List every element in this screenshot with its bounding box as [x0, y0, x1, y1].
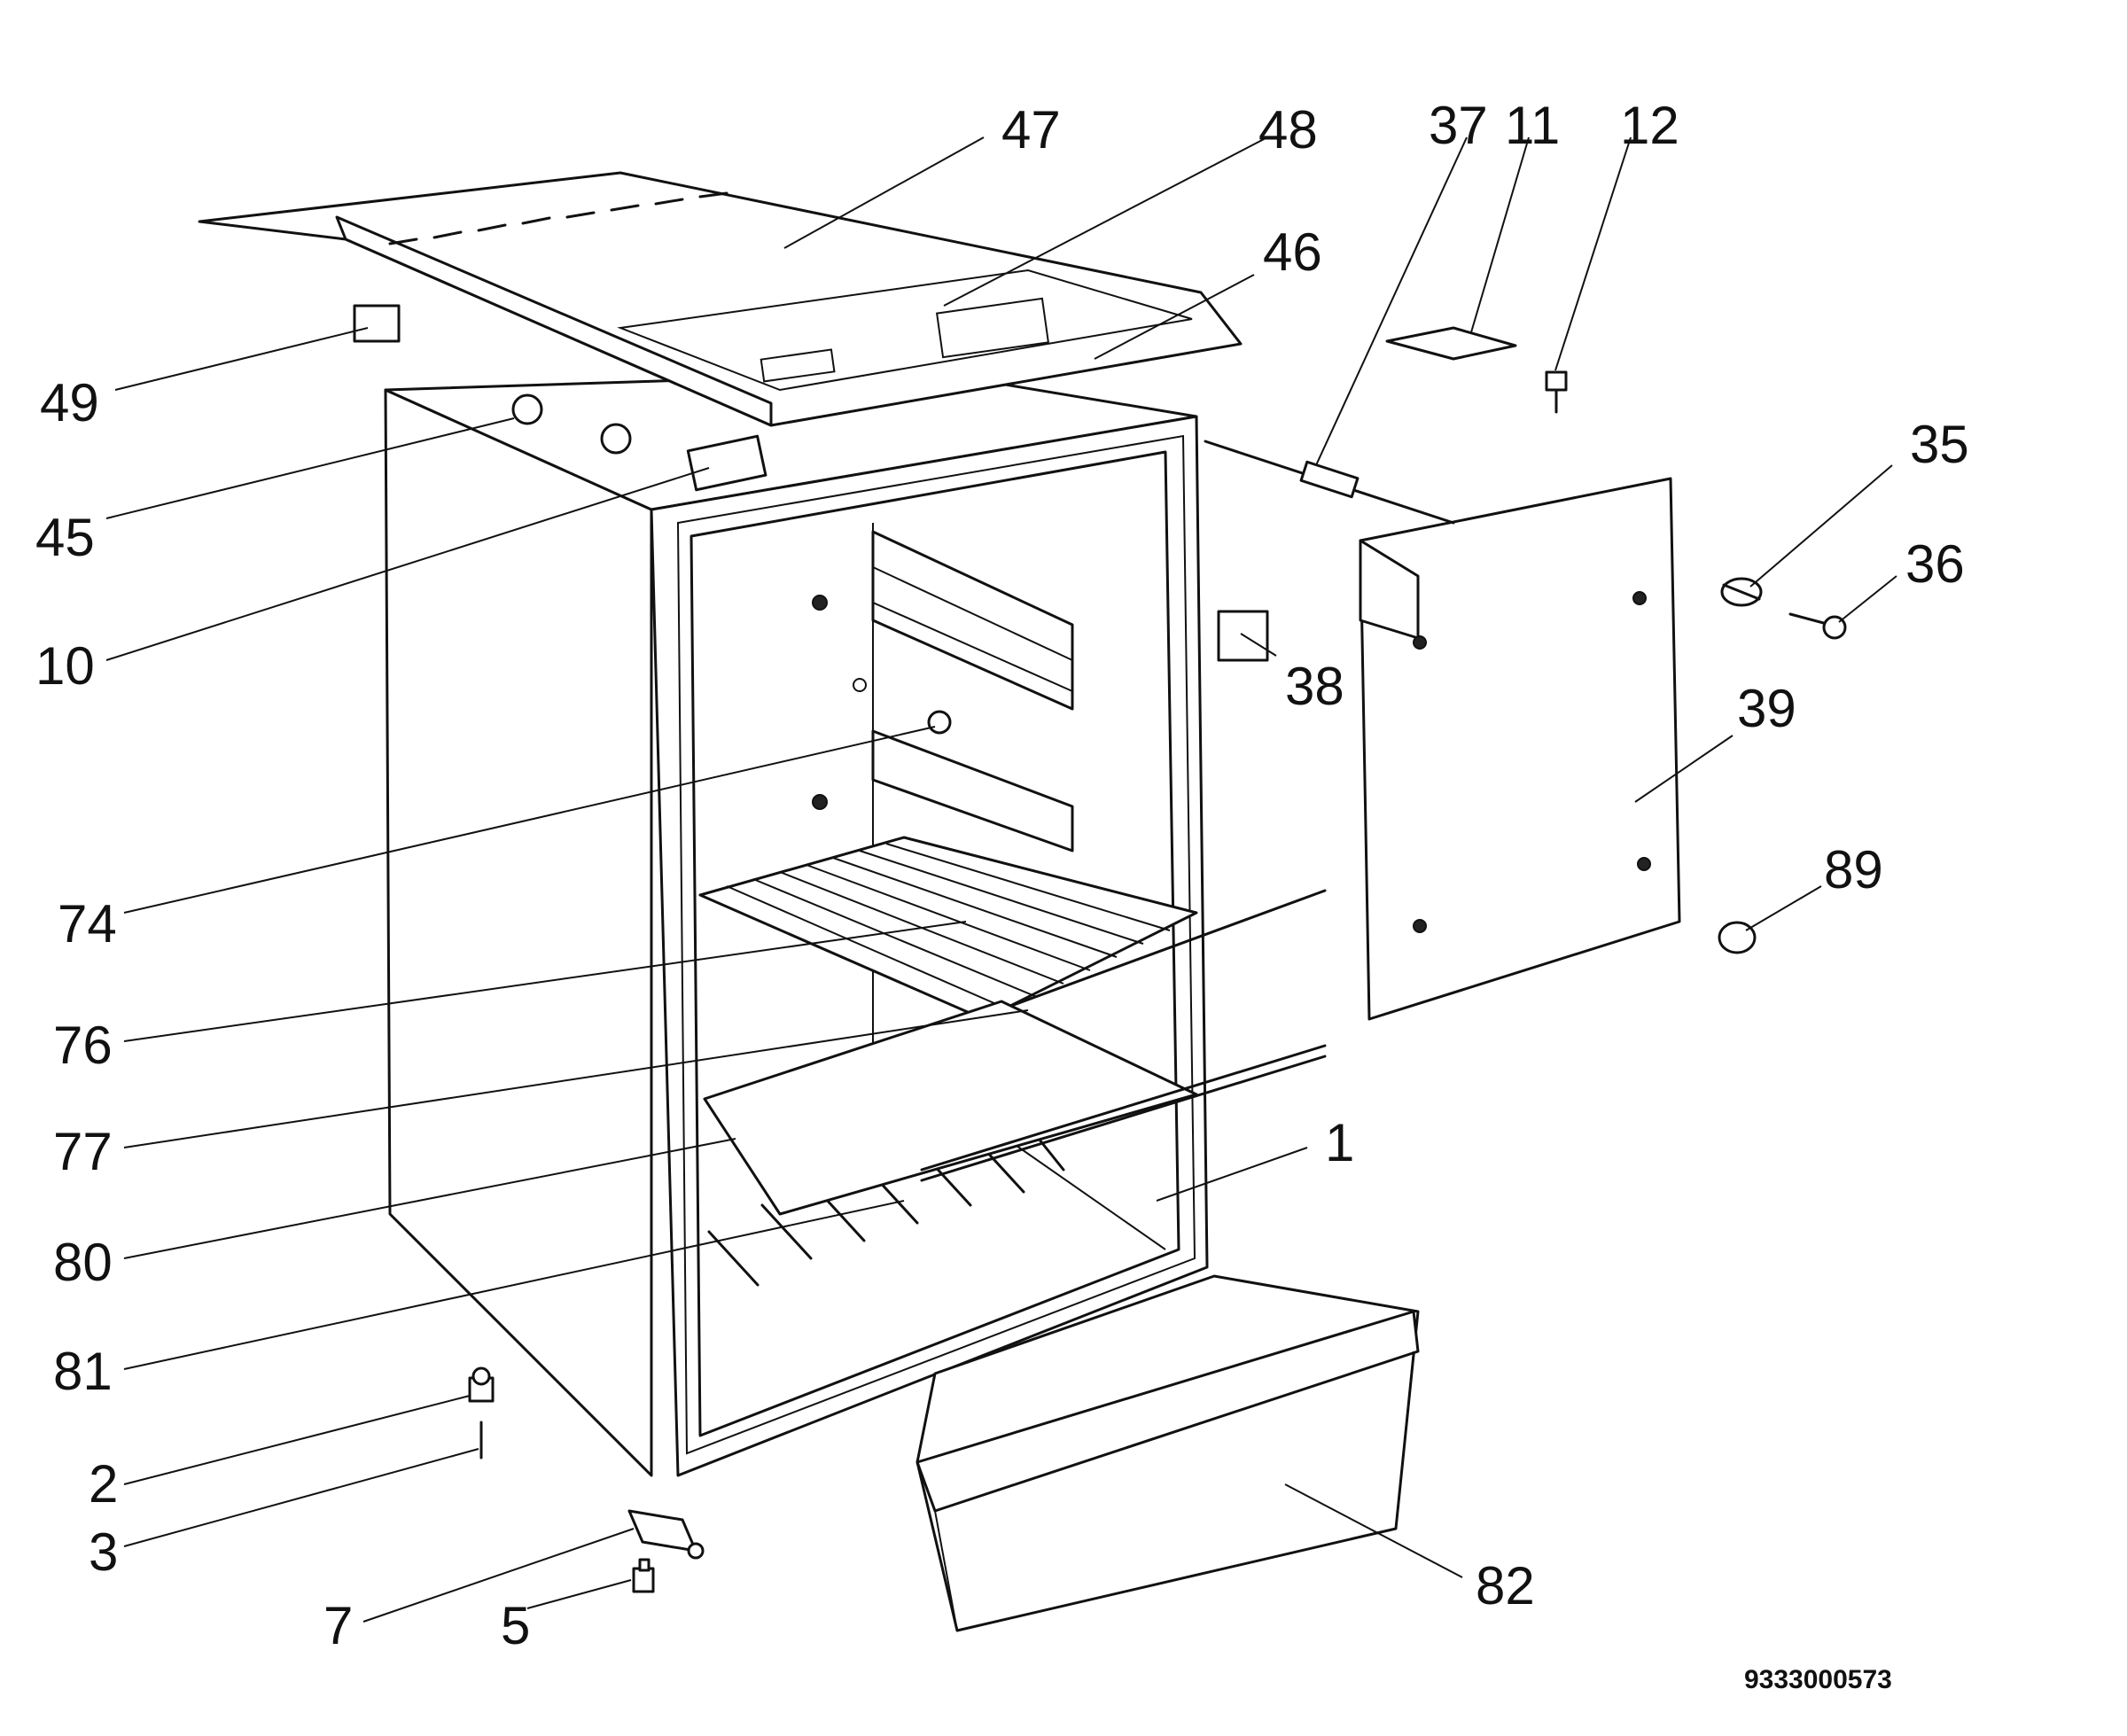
label-38: 38: [1285, 657, 1344, 716]
label-48: 48: [1258, 100, 1318, 160]
label-5: 5: [501, 1596, 530, 1655]
label-74: 74: [58, 894, 117, 954]
rod-37: [1204, 440, 1455, 525]
label-77: 77: [53, 1122, 113, 1181]
label-3: 3: [89, 1522, 118, 1582]
worktop: [198, 171, 1243, 427]
wire-shelf: [698, 836, 1327, 1021]
label-11: 11: [1505, 96, 1560, 155]
label-81: 81: [53, 1342, 113, 1401]
screw-36: [1788, 612, 1847, 640]
label-47: 47: [1001, 100, 1061, 160]
foot-2: [468, 1366, 495, 1403]
label-49: 49: [40, 373, 99, 432]
glass-shelf: [703, 1000, 1327, 1216]
label-2: 2: [89, 1454, 118, 1514]
label-7: 7: [323, 1596, 353, 1655]
top-vent-slots: [388, 191, 728, 245]
leader-lines: [105, 136, 1897, 1623]
shelf-supports: [871, 530, 1074, 852]
label-46: 46: [1263, 222, 1322, 282]
bracket-49: [353, 304, 401, 343]
label-45: 45: [35, 508, 95, 567]
label-1: 1: [1325, 1113, 1354, 1172]
label-82: 82: [1476, 1556, 1535, 1615]
label-76: 76: [53, 1016, 113, 1075]
label-39: 39: [1737, 679, 1796, 738]
crisper-drawer: [915, 1274, 1420, 1632]
label-80: 80: [53, 1233, 113, 1292]
label-37: 37: [1429, 96, 1488, 155]
label-10: 10: [35, 636, 95, 696]
bushing-5: [632, 1558, 655, 1593]
hinge-11: [1385, 326, 1517, 361]
label-36: 36: [1905, 534, 1965, 594]
door-panel: [1359, 477, 1681, 1021]
hinge-7: [627, 1509, 705, 1560]
knob-89: [1718, 921, 1757, 954]
label-89: 89: [1824, 840, 1883, 899]
label-35: 35: [1910, 415, 1969, 474]
pin-12: [1545, 370, 1568, 414]
label-12: 12: [1620, 96, 1679, 155]
part-number-labels: 47 48 46 37 11 12 49 45 10 35 36 38 39 7…: [35, 96, 1969, 1655]
catalog-code: 9333000573: [1744, 1665, 1892, 1694]
